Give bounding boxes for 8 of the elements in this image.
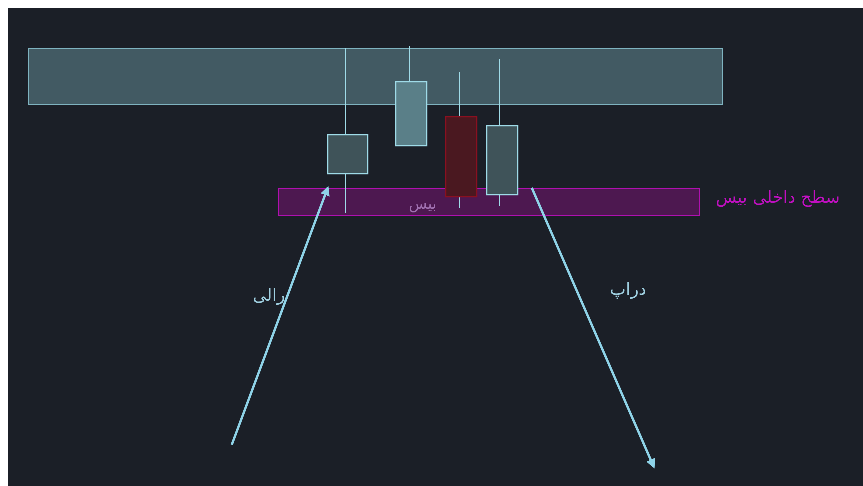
zone-box (28, 48, 723, 105)
level-label: سطح داخلی بیس (716, 190, 840, 207)
edge-label: رالی (253, 288, 286, 305)
band-label: بیس (409, 197, 437, 212)
base-band (278, 188, 700, 216)
edge-label: دراپ (610, 282, 647, 299)
arrow (230, 186, 330, 446)
arrow (530, 188, 656, 469)
